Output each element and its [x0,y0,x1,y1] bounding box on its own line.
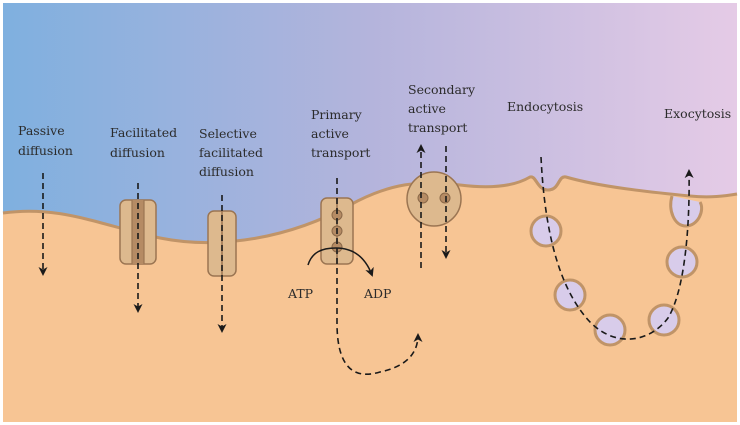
endocytic-vesicles [529,214,699,347]
label-passive-diffusion: Passive diffusion [18,123,73,158]
primary-active-arrow [336,178,423,375]
label-endocytosis: Endocytosis [507,99,583,114]
label-secondary-active-transport: Secondary active transport [408,82,479,135]
label-atp: ATP [287,286,313,301]
vesicle [665,245,699,279]
label-facilitated-diffusion: Facilitated diffusion [110,125,181,160]
vesicle [529,214,563,248]
label-adp: ADP [363,286,391,301]
vesicle-path-arrow [540,156,694,340]
atp-adp-arrow [307,247,374,277]
vesicle [647,303,681,337]
label-primary-active-transport: Primary active transport [311,107,370,160]
exocytosis-fusion-pore [669,195,704,228]
cell-membrane [2,175,738,245]
facilitated-diffusion-channel [119,199,157,265]
vesicle [593,313,627,347]
vesicle [553,278,587,312]
endocytosis-pit [529,175,567,192]
label-selective-facilitated-diffusion: Selective facilitated diffusion [199,126,267,179]
secondary-cotransporter [406,171,462,227]
label-exocytosis: Exocytosis [664,106,731,121]
